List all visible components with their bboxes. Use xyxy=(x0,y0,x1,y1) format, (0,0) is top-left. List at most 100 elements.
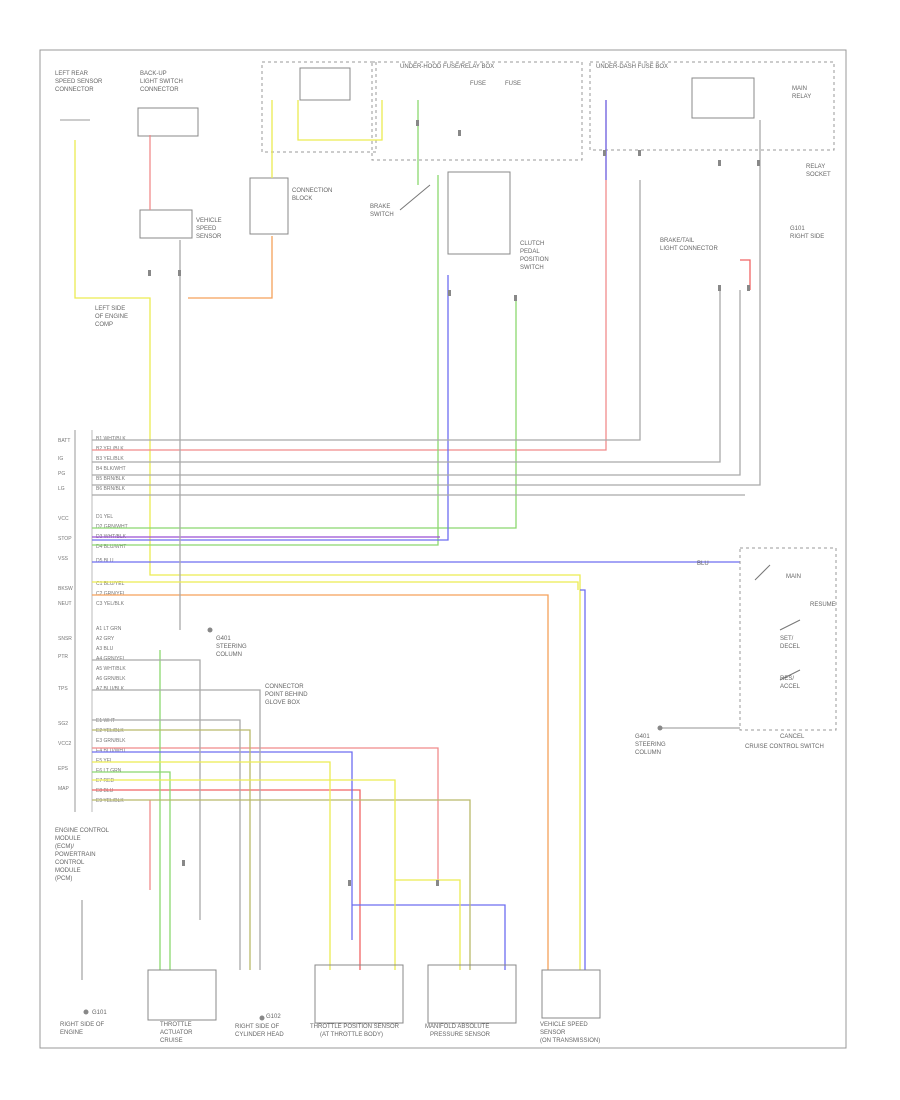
svg-text:BATT: BATT xyxy=(58,438,70,444)
ecm-connector-column: BATT IG PG LG VCC STOP VSS BKSW NEUT SNS… xyxy=(55,430,110,882)
svg-text:A2 GRY: A2 GRY xyxy=(96,636,115,642)
svg-text:CLUTCH: CLUTCH xyxy=(520,241,544,247)
wires xyxy=(74,100,761,980)
svg-text:CONNECTOR: CONNECTOR xyxy=(140,87,179,93)
svg-text:UNDER-HOOD FUSE/RELAY BOX: UNDER-HOOD FUSE/RELAY BOX xyxy=(400,64,494,70)
dash-fuse-box: UNDER-DASH FUSE BOX MAIN RELAY RELAY SOC… xyxy=(589,61,835,178)
svg-text:VCC2: VCC2 xyxy=(58,741,72,747)
svg-text:COMP: COMP xyxy=(95,322,113,328)
svg-text:E3 GRN/BLK: E3 GRN/BLK xyxy=(96,738,126,744)
svg-text:BLOCK: BLOCK xyxy=(292,196,312,202)
svg-text:STOP: STOP xyxy=(58,536,72,542)
svg-text:VSS: VSS xyxy=(58,556,69,562)
svg-text:SENSOR: SENSOR xyxy=(540,1030,566,1036)
svg-text:GLOVE BOX: GLOVE BOX xyxy=(265,700,300,706)
svg-text:CRUISE CONTROL SWITCH: CRUISE CONTROL SWITCH xyxy=(745,744,824,750)
svg-text:CONTROL: CONTROL xyxy=(55,860,85,866)
svg-text:FUSE: FUSE xyxy=(505,81,521,87)
svg-text:ACCEL: ACCEL xyxy=(780,684,801,690)
svg-text:STEERING: STEERING xyxy=(216,644,247,650)
fuse-box-top xyxy=(261,61,377,153)
svg-text:RELAY: RELAY xyxy=(792,94,811,100)
svg-text:ENGINE: ENGINE xyxy=(60,1030,83,1036)
svg-text:E7 RED: E7 RED xyxy=(96,778,114,784)
svg-text:E1 WHT: E1 WHT xyxy=(96,718,115,724)
svg-text:IG: IG xyxy=(58,456,63,462)
svg-text:(ECM)/: (ECM)/ xyxy=(55,844,74,850)
svg-text:SWITCH: SWITCH xyxy=(520,265,544,271)
svg-text:E6 LT GRN: E6 LT GRN xyxy=(96,768,122,774)
svg-text:LIGHT SWITCH: LIGHT SWITCH xyxy=(140,79,183,85)
svg-text:THROTTLE: THROTTLE xyxy=(160,1022,192,1028)
svg-text:B5 BRN/BLK: B5 BRN/BLK xyxy=(96,476,126,482)
svg-text:(AT THROTTLE BODY): (AT THROTTLE BODY) xyxy=(320,1032,383,1038)
svg-text:MAIN: MAIN xyxy=(786,574,801,580)
svg-text:B3 YEL/BLK: B3 YEL/BLK xyxy=(96,456,124,462)
svg-text:RIGHT SIDE: RIGHT SIDE xyxy=(790,234,824,240)
svg-text:EPS: EPS xyxy=(58,766,69,772)
svg-text:THROTTLE POSITION SENSOR: THROTTLE POSITION SENSOR xyxy=(310,1024,400,1030)
svg-text:B4 BLK/WHT: B4 BLK/WHT xyxy=(96,466,126,472)
svg-text:B1 WHT/BLK: B1 WHT/BLK xyxy=(96,436,126,442)
svg-text:CRUISE: CRUISE xyxy=(160,1038,183,1044)
svg-text:FUSE: FUSE xyxy=(470,81,486,87)
svg-text:A7 BLU/BLK: A7 BLU/BLK xyxy=(96,686,125,692)
svg-text:POWERTRAIN: POWERTRAIN xyxy=(55,852,96,858)
svg-text:(PCM): (PCM) xyxy=(55,876,72,882)
cruise-control-switch: MAIN RESUME SET/ DECEL RES/ ACCEL CANCEL… xyxy=(635,547,837,756)
svg-text:CONNECTOR: CONNECTOR xyxy=(265,684,304,690)
svg-text:BACK-UP: BACK-UP xyxy=(140,71,167,77)
svg-text:RIGHT SIDE OF: RIGHT SIDE OF xyxy=(235,1024,280,1030)
svg-text:G101: G101 xyxy=(790,226,805,232)
svg-text:D5 BLU: D5 BLU xyxy=(96,558,114,564)
svg-text:VCC: VCC xyxy=(58,516,69,522)
svg-text:CONNECTION: CONNECTION xyxy=(292,188,332,194)
svg-text:MODULE: MODULE xyxy=(55,836,81,842)
svg-text:ENGINE CONTROL: ENGINE CONTROL xyxy=(55,828,110,834)
reverse-light-switch: BACK-UP LIGHT SWITCH CONNECTOR xyxy=(137,71,199,137)
svg-text:LEFT SIDE: LEFT SIDE xyxy=(95,306,125,312)
svg-text:SPEED SENSOR: SPEED SENSOR xyxy=(55,79,103,85)
svg-text:G101: G101 xyxy=(92,1010,107,1016)
svg-text:B2 YEL/BLK: B2 YEL/BLK xyxy=(96,446,124,452)
svg-text:LEFT REAR: LEFT REAR xyxy=(55,71,89,77)
ground-g401: G401 STEERING COLUMN CONNECTOR POINT BEH… xyxy=(207,627,308,706)
svg-text:COLUMN: COLUMN xyxy=(216,652,242,658)
svg-text:E9 YEL/BLK: E9 YEL/BLK xyxy=(96,798,124,804)
brake-switch: BRAKE SWITCH CLUTCH PEDAL POSITION SWITC… xyxy=(370,171,549,271)
svg-text:PEDAL: PEDAL xyxy=(520,249,540,255)
throttle-position-sensor: THROTTLE POSITION SENSOR (AT THROTTLE BO… xyxy=(310,964,404,1038)
svg-text:MANIFOLD ABSOLUTE: MANIFOLD ABSOLUTE xyxy=(425,1024,489,1030)
svg-text:A1 LT GRN: A1 LT GRN xyxy=(96,626,122,632)
svg-text:MODULE: MODULE xyxy=(55,868,81,874)
svg-text:DECEL: DECEL xyxy=(780,644,801,650)
svg-text:C2 GRN/YEL: C2 GRN/YEL xyxy=(96,591,126,597)
svg-text:CONNECTOR: CONNECTOR xyxy=(55,87,94,93)
svg-text:A6 GRN/BLK: A6 GRN/BLK xyxy=(96,676,126,682)
svg-text:POSITION: POSITION xyxy=(520,257,549,263)
vehicle-speed-sensor: VEHICLE SPEED SENSOR (ON TRANSMISSION) xyxy=(540,969,601,1044)
svg-text:C3 YEL/BLK: C3 YEL/BLK xyxy=(96,601,125,607)
svg-text:B6 BRN/BLK: B6 BRN/BLK xyxy=(96,486,126,492)
svg-text:BLU: BLU xyxy=(697,561,709,567)
svg-text:PTR: PTR xyxy=(58,654,68,660)
svg-text:PRESSURE SENSOR: PRESSURE SENSOR xyxy=(430,1032,491,1038)
svg-text:OF ENGINE: OF ENGINE xyxy=(95,314,128,320)
svg-text:RESUME: RESUME xyxy=(810,602,836,608)
svg-text:ACTUATOR: ACTUATOR xyxy=(160,1030,193,1036)
svg-text:RELAY: RELAY xyxy=(806,164,825,170)
svg-text:D1 YEL: D1 YEL xyxy=(96,514,113,520)
svg-text:G102: G102 xyxy=(266,1014,281,1020)
ground-g101: G101 RIGHT SIDE OF ENGINE xyxy=(60,1009,107,1036)
svg-text:SENSOR: SENSOR xyxy=(196,234,222,240)
svg-text:E2 YEL/BLK: E2 YEL/BLK xyxy=(96,728,124,734)
speed-sensor-box: VEHICLE SPEED SENSOR xyxy=(139,209,222,240)
throttle-actuator: THROTTLE ACTUATOR CRUISE xyxy=(147,969,217,1044)
svg-text:E8 BLU: E8 BLU xyxy=(96,788,114,794)
svg-text:SPEED: SPEED xyxy=(196,226,217,232)
svg-text:UNDER-DASH FUSE BOX: UNDER-DASH FUSE BOX xyxy=(596,64,668,70)
svg-text:BKSW: BKSW xyxy=(58,586,73,592)
svg-text:COLUMN: COLUMN xyxy=(635,750,661,756)
svg-text:E4 BLU/WHT: E4 BLU/WHT xyxy=(96,748,126,754)
